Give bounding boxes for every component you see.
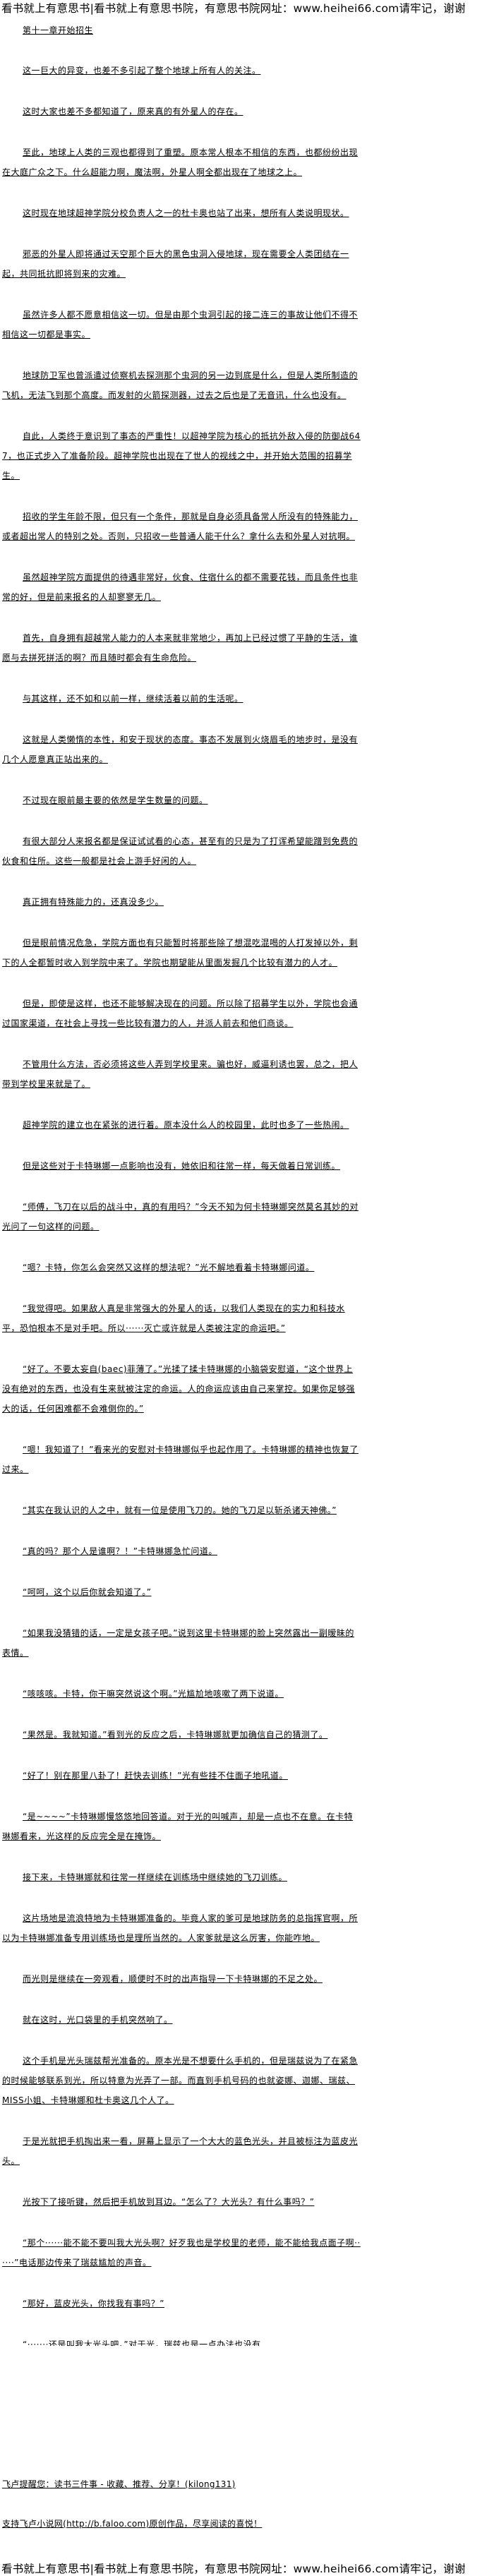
paragraph: 邪恶的外星人即将通过天空那个巨大的黑色虫洞入侵地球，现在需要全人类团结在一起，共… xyxy=(2,249,349,279)
paragraph: 但是这些对于卡特琳娜一点影响也没有，她依旧和往常一样，每天做着日常训练。 xyxy=(23,1161,341,1171)
paragraph: “真的吗？那个人是谁啊？！”卡特琳娜急忙问道。 xyxy=(23,1546,217,1556)
paragraph: “咳咳咳。卡特，你干嘛突然说这个啊。”光尴尬地咳嗽了两下说道。 xyxy=(23,1689,284,1699)
paragraph: “·······还是叫我大光头吧。”对于光，瑞兹也是一点办法也没有 xyxy=(23,2340,261,2346)
paragraph: 超神学院的建立也在紧张的进行着。原本没什么人的校园里，此时也多了一些热闹。 xyxy=(23,1120,349,1130)
paragraph: “好了！别在那里八卦了！赶快去训练！”光有些挂不住面子地吼道。 xyxy=(23,1771,288,1781)
paragraph: “那个······能不能不要叫我大光头啊？好歹我也是学校里的老师，能不能给我点面… xyxy=(2,2238,361,2268)
site-banner-top: 看书就上有意思书|看书就上有意思书院，有意思书院网址：www.heihei66.… xyxy=(1,2,466,15)
paragraph: 这时大家也差不多都知道了，原来真的有外星人的存在。 xyxy=(23,107,243,116)
paragraph: “果然是。我就知道。”看到光的反应之后，卡特琳娜就更加确信自己的猜测了。 xyxy=(23,1730,328,1740)
paragraph: 这个手机是光头瑞兹帮光准备的。原本光是不想要什么手机的，但是瑞兹说为了在紧急的时… xyxy=(2,2056,359,2105)
paragraph: 光按下了接听键，然后把手机放到耳边。“怎么了？大光头？有什么事吗？” xyxy=(23,2197,315,2207)
paragraph: “如果我没猜错的话，一定是女孩子吧。”说到这里卡特琳娜的脸上突然露出一副暧昧的表… xyxy=(2,1628,354,1658)
paragraph: “我觉得吧。如果敌人真是非常强大的外星人的话，以我们人类现在的实力和科技水平，恐… xyxy=(2,1304,345,1333)
paragraph: “是~~~~”卡特琳娜慢悠悠地回答道。对于光的叫喊声，却是一点也不在意。在卡特琳… xyxy=(2,1812,354,1841)
paragraph: 虽然许多人都不愿意相信这一切。但是由那个虫洞引起的接二连三的事故让他们不得不相信… xyxy=(2,310,359,339)
paragraph: 真正拥有特殊能力的，还真没多少。 xyxy=(23,897,164,907)
paragraph: 这时现在地球超神学院分校负责人之一的杜卡奥也站了出来，想所有人类说明现状。 xyxy=(23,208,349,218)
paragraph: 接下来，卡特琳娜就和往常一样继续在训练场中继续她的飞刀训练。 xyxy=(23,1872,288,1882)
paragraph: “呵呵，这个以后你就会知道了。” xyxy=(23,1587,152,1597)
paragraph-list: 这一巨大的异变，也差不多引起了整个地球上所有人的关注。这时大家也差不多都知道了，… xyxy=(2,61,361,2346)
footer-reminder: 飞卢提醒您：读书三件事 - 收藏、推荐、分享！(kilong131) xyxy=(2,2479,236,2489)
paragraph: “好了。不要太妄自(baec)菲薄了。”光揉了揉卡特琳娜的小脑袋安慰道，“这个世… xyxy=(2,1364,356,1414)
paragraph: 地球防卫军也曾派遣过侦察机去探测那个虫洞的另一边到底是什么，但是人类所制造的飞机… xyxy=(2,371,359,400)
paragraph: 虽然超神学院方面提供的待遇非常好，伙食、住宿什么的都不需要花钱，而且条件也非常的… xyxy=(2,572,359,602)
paragraph: 自此，人类终于意识到了事态的严重性！以超神学院为核心的抵抗外敌入侵的防御战647… xyxy=(2,431,361,481)
paragraph: 但是眼前情况危急，学院方面也有只能暂时将那些除了想混吃混喝的人打发掉以外，剩下的… xyxy=(2,938,359,968)
paragraph: “嗯！我知道了！”看来光的安慰对卡特琳娜似乎也起作用了。卡特琳娜的精神也恢复了过… xyxy=(2,1445,359,1474)
paragraph: 就在这时，光口袋里的手机突然响了。 xyxy=(23,2015,173,2025)
footer-support-link[interactable]: 支持飞卢小说网(http://b.faloo.com)原创作品，尽享阅读的喜悦！ xyxy=(2,2519,263,2529)
paragraph: 而光则是继续在一旁观看，顺便时不时的出声指导一下卡特琳娜的不足之处。 xyxy=(23,1974,323,1984)
paragraph: 有很大部分人来报名都是保证试试看的心态，甚至有的只是为了打诨希望能蹭到免费的伙食… xyxy=(2,836,359,866)
paragraph: 首先，自身拥有超越常人能力的人本来就非常地少，再加上已经过惯了平静的生活，谁愿与… xyxy=(2,633,359,663)
chapter-title: 第十一章开始招生 xyxy=(23,25,94,35)
paragraph: 这片场地是流浪特地为卡特琳娜准备的。毕竟人家的爹可是地球防务的总指挥官啊，所以为… xyxy=(2,1913,359,1943)
site-banner-bottom: 看书就上有意思书|看书就上有意思书院，有意思书院网址：www.heihei66.… xyxy=(1,2563,466,2575)
paragraph: 不管用什么方法，否必须将这些人弄到学校里来。骗也好，威逼利诱也罢，总之，把人带到… xyxy=(2,1059,359,1089)
paragraph: 不过现在眼前最主要的依然是学生数量的问题。 xyxy=(23,795,208,805)
paragraph: 招收的学生年龄不限，但只有一个条件，那就是自身必须具备常人所没有的特殊能力，或者… xyxy=(2,512,359,541)
paragraph: 这一巨大的异变，也差不多引起了整个地球上所有人的关注。 xyxy=(23,66,261,76)
paragraph: 于是光就把手机掏出来一看，屏幕上显示了一个大大的蓝色光头，并且被标注为蓝皮光头。 xyxy=(2,2136,359,2166)
chapter-content: 第十一章开始招生 这一巨大的异变，也差不多引起了整个地球上所有人的关注。这时大家… xyxy=(2,21,361,2346)
paragraph: “师傅，飞刀在以后的战斗中，真的有用吗？”今天不知为何卡特琳娜突然莫名其妙的对光… xyxy=(2,1202,359,1232)
paragraph: “嗯？卡特，你怎么会突然又这样的想法呢？”光不解地看着卡特琳娜问道。 xyxy=(23,1263,315,1272)
paragraph: 这就是人类懒惰的本性，和安于现状的态度。事态不发展到火烧眉毛的地步时，是没有几个… xyxy=(2,735,359,764)
paragraph: 与其这样，还不如和以前一样，继续活着以前的生活呢。 xyxy=(23,694,243,704)
paragraph: 至此，地球上人类的三观也都得到了重塑。原本常人根本不相信的东西，也都纷纷出现在大… xyxy=(2,148,359,177)
paragraph: “那好，蓝皮光头，你找我有事吗？” xyxy=(23,2299,164,2309)
paragraph: 但是，即使是这样，也还不能够解决现在的问题。所以除了招募学生以外，学院也会通过国… xyxy=(2,999,359,1028)
paragraph: “其实在我认识的人之中，就有一位是使用飞刀的。她的飞刀足以斩杀诸天神佛。” xyxy=(23,1505,337,1515)
